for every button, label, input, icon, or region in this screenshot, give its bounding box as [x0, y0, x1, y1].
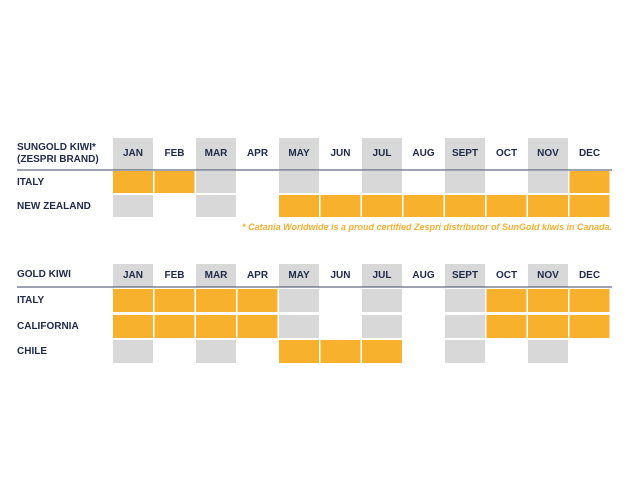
shaded-cell [528, 340, 568, 363]
month-header-jul: JUL [372, 148, 392, 159]
season-cell-new-zealand-sept [445, 195, 485, 217]
month-header-dec: DEC [578, 148, 601, 159]
row-label-california: CALIFORNIA [17, 321, 79, 332]
month-header-aug: AUG [412, 148, 435, 159]
season-cell-california-oct [486, 315, 527, 338]
shaded-cell [445, 171, 485, 193]
shaded-column-header [528, 138, 568, 170]
shaded-column-header [279, 138, 319, 170]
season-cell-california-dec [569, 315, 610, 338]
season-cell-new-zealand-may [279, 195, 319, 217]
table-title: SUNGOLD KIWI* (ZESPRI BRAND) [17, 142, 99, 165]
shaded-column-header [362, 138, 402, 170]
row-label-chile: CHILE [17, 346, 47, 357]
shaded-cell [279, 171, 319, 193]
shaded-cell [196, 340, 236, 363]
season-cell-italy-nov [528, 289, 568, 312]
season-cell-italy-apr [237, 289, 278, 312]
month-header-sept: SEPT [451, 270, 479, 281]
shaded-cell [113, 340, 153, 363]
month-header-oct: OCT [495, 270, 518, 281]
month-header-jun: JUN [330, 148, 351, 159]
month-header-sept: SEPT [451, 148, 479, 159]
season-cell-california-feb [154, 315, 195, 338]
season-cell-california-nov [528, 315, 568, 338]
month-header-feb: FEB [164, 148, 185, 159]
month-header-nov: NOV [537, 270, 559, 281]
month-header-jan: JAN [122, 148, 143, 159]
season-cell-italy-jan [113, 289, 153, 312]
season-cell-california-jan [113, 315, 153, 338]
shaded-column-header [113, 264, 153, 287]
month-header-jul: JUL [372, 270, 392, 281]
shaded-column-header [196, 264, 236, 287]
row-label-italy: ITALY [17, 295, 45, 306]
month-header-mar: MAR [204, 148, 228, 159]
season-cell-italy-mar [196, 289, 236, 312]
shaded-column-header [362, 264, 402, 287]
month-header-apr: APR [246, 148, 269, 159]
shaded-cell [362, 289, 402, 312]
month-header-aug: AUG [412, 270, 435, 281]
month-header-nov: NOV [537, 148, 559, 159]
table-title: GOLD KIWI [17, 269, 71, 280]
season-cell-italy-feb [154, 171, 195, 193]
shaded-cell [279, 289, 319, 312]
shaded-column-header [196, 138, 236, 170]
shaded-cell [196, 171, 236, 193]
month-header-may: MAY [288, 148, 310, 159]
season-cell-italy-jan [113, 171, 153, 193]
month-header-may: MAY [288, 270, 310, 281]
shaded-cell [445, 315, 485, 338]
month-header-dec: DEC [578, 270, 601, 281]
shaded-cell [196, 195, 236, 217]
shaded-cell [445, 340, 485, 363]
month-header-jan: JAN [122, 270, 143, 281]
shaded-cell [362, 315, 402, 338]
month-header-oct: OCT [495, 148, 518, 159]
shaded-cell [528, 171, 568, 193]
shaded-column-header [113, 138, 153, 170]
season-cell-chile-jun [320, 340, 361, 363]
season-cell-italy-feb [154, 289, 195, 312]
shaded-cell [113, 195, 153, 217]
month-header-mar: MAR [204, 270, 228, 281]
row-label-new-zealand: NEW ZEALAND [17, 201, 91, 212]
season-cell-new-zealand-aug [403, 195, 444, 217]
shaded-column-header [445, 264, 485, 287]
season-cell-new-zealand-dec [569, 195, 610, 217]
season-cell-new-zealand-oct [486, 195, 527, 217]
month-header-feb: FEB [164, 270, 185, 281]
month-header-jun: JUN [330, 270, 351, 281]
shaded-cell [279, 315, 319, 338]
season-cell-california-mar [196, 315, 236, 338]
shaded-column-header [445, 138, 485, 170]
shaded-column-header [528, 264, 568, 287]
season-cell-new-zealand-jul [362, 195, 402, 217]
season-cell-california-apr [237, 315, 278, 338]
shaded-column-header [279, 264, 319, 287]
season-cell-italy-dec [569, 171, 610, 193]
footnote: * Catania Worldwide is a proud certified… [242, 222, 612, 232]
season-cell-italy-dec [569, 289, 610, 312]
shaded-cell [362, 171, 402, 193]
season-cell-new-zealand-jun [320, 195, 361, 217]
season-cell-chile-jul [362, 340, 402, 363]
season-cell-new-zealand-nov [528, 195, 568, 217]
shaded-cell [445, 289, 485, 312]
season-cell-chile-may [279, 340, 319, 363]
row-label-italy: ITALY [17, 177, 45, 188]
season-cell-italy-oct [486, 289, 527, 312]
month-header-apr: APR [246, 270, 269, 281]
